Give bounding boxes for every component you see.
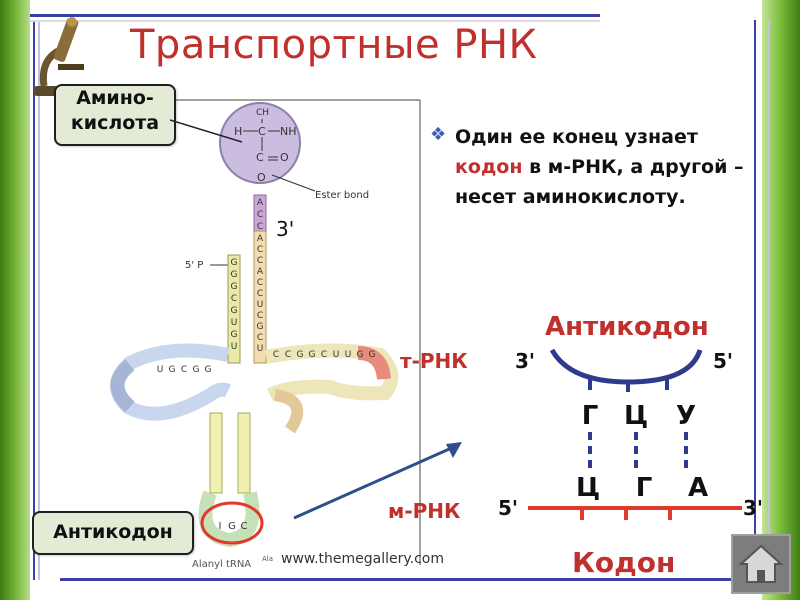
nucleotide: G xyxy=(297,350,304,360)
nucleotide: U xyxy=(231,318,238,328)
anticodon-nucleotide: I xyxy=(219,521,222,532)
anticodon-nucleotide: G xyxy=(228,521,236,532)
pointer-arrow xyxy=(293,442,462,520)
codon-letter: Г xyxy=(636,473,653,503)
nucleotide: C xyxy=(285,350,291,360)
nucleotide: A xyxy=(257,198,264,208)
page-title: Транспортные РНК xyxy=(130,22,538,68)
nucleotide: C xyxy=(257,333,263,343)
anticodon-highlight xyxy=(200,501,264,545)
end-5prime-label: 5' P xyxy=(185,260,203,271)
codon-letter: А xyxy=(688,473,708,503)
codon-word: кодон xyxy=(455,156,523,178)
nucleotide: U xyxy=(257,300,264,310)
nucleotide: C xyxy=(257,289,263,299)
anticodon-letter: Г xyxy=(582,401,599,431)
nucleotide: G xyxy=(231,282,238,292)
nucleotide: G xyxy=(205,365,212,375)
bottom-blue-rule xyxy=(60,578,760,581)
nucleotide: C xyxy=(257,256,263,266)
anticodon-title: Антикодон xyxy=(545,312,709,342)
nucleotide: C xyxy=(181,365,187,375)
nucleotide: C xyxy=(257,222,263,232)
svg-text:C: C xyxy=(256,151,264,164)
nucleotide: G xyxy=(257,322,264,332)
h-atom: H xyxy=(234,125,242,138)
mrna-end-5: 5' xyxy=(498,496,518,520)
amino-acid-circle xyxy=(219,102,301,184)
codon-letter: Ц xyxy=(576,473,600,503)
trna-arc xyxy=(549,348,703,385)
left-blue-line xyxy=(33,20,35,580)
anticodon-letter: Ц xyxy=(624,401,648,431)
nucleotide: G xyxy=(193,365,200,375)
nh3-group: NH xyxy=(280,125,297,138)
ester-bond-label: Ester bond xyxy=(315,190,369,201)
home-icon xyxy=(738,544,784,583)
nucleotide: U xyxy=(231,342,238,352)
nucleotide: U xyxy=(333,350,340,360)
nucleotide: A xyxy=(257,234,264,244)
trna-end-5: 5' xyxy=(713,349,733,373)
diamond-bullet-icon: ❖ xyxy=(430,124,447,145)
home-button[interactable] xyxy=(731,534,791,594)
top-blue-rule xyxy=(30,14,600,17)
mrna-label: м-РНК xyxy=(388,499,461,523)
top-gray-rule xyxy=(30,20,600,22)
end-3prime-label: 3' xyxy=(276,217,294,241)
molecule-caption: Alanyl tRNA xyxy=(192,559,251,570)
nucleotide: C xyxy=(231,294,237,304)
nucleotide: C xyxy=(257,311,263,321)
codon-title: Кодон xyxy=(572,546,675,579)
left-gray-line xyxy=(38,20,40,580)
nucleotide: G xyxy=(369,350,376,360)
nucleotide: G xyxy=(231,306,238,316)
nucleotide: G xyxy=(309,350,316,360)
right-blue-line xyxy=(754,20,756,580)
amino-acid-pointer xyxy=(170,119,243,143)
ch3-group: CH xyxy=(256,108,269,118)
nucleotide: G xyxy=(169,365,176,375)
footer-url: www.themegallery.com xyxy=(281,551,444,567)
nucleotide: C xyxy=(257,278,263,288)
nucleotide: C xyxy=(321,350,327,360)
trna-label: т-РНК xyxy=(400,349,468,373)
nucleotide: U xyxy=(257,344,264,354)
nucleotide: G xyxy=(231,270,238,280)
bullet-description: Один ее конец узнает кодон в м-РНК, а др… xyxy=(455,126,744,208)
nucleotide: C xyxy=(257,245,263,255)
nucleotide: U xyxy=(345,350,352,360)
nucleotide: G xyxy=(231,330,238,340)
trna-end-3: 3' xyxy=(515,349,535,373)
svg-text:O: O xyxy=(280,151,289,164)
anticodon-left-label: Антикодон xyxy=(32,511,194,555)
nucleotide: G xyxy=(357,350,364,360)
nucleotide: U xyxy=(157,365,164,375)
right-gray-line xyxy=(768,20,770,580)
svg-text:O: O xyxy=(257,171,266,184)
anticodon-letter: У xyxy=(676,401,696,431)
nucleotide: C xyxy=(257,210,263,220)
left-decor-band xyxy=(0,0,30,600)
nucleotide: A xyxy=(257,267,264,277)
amino-acid-label: Амино- кислота xyxy=(54,84,176,146)
nucleotide: G xyxy=(231,258,238,268)
svg-text:C: C xyxy=(258,125,266,138)
anticodon-nucleotide: C xyxy=(241,521,248,532)
mrna-end-3: 3' xyxy=(743,496,763,520)
trna-molecule-diagram: CH H C NH C O O Ester bond 3' 5' P ACC G… xyxy=(110,99,421,570)
nucleotide: C xyxy=(273,350,279,360)
svg-text:Ala: Ala xyxy=(262,555,273,563)
